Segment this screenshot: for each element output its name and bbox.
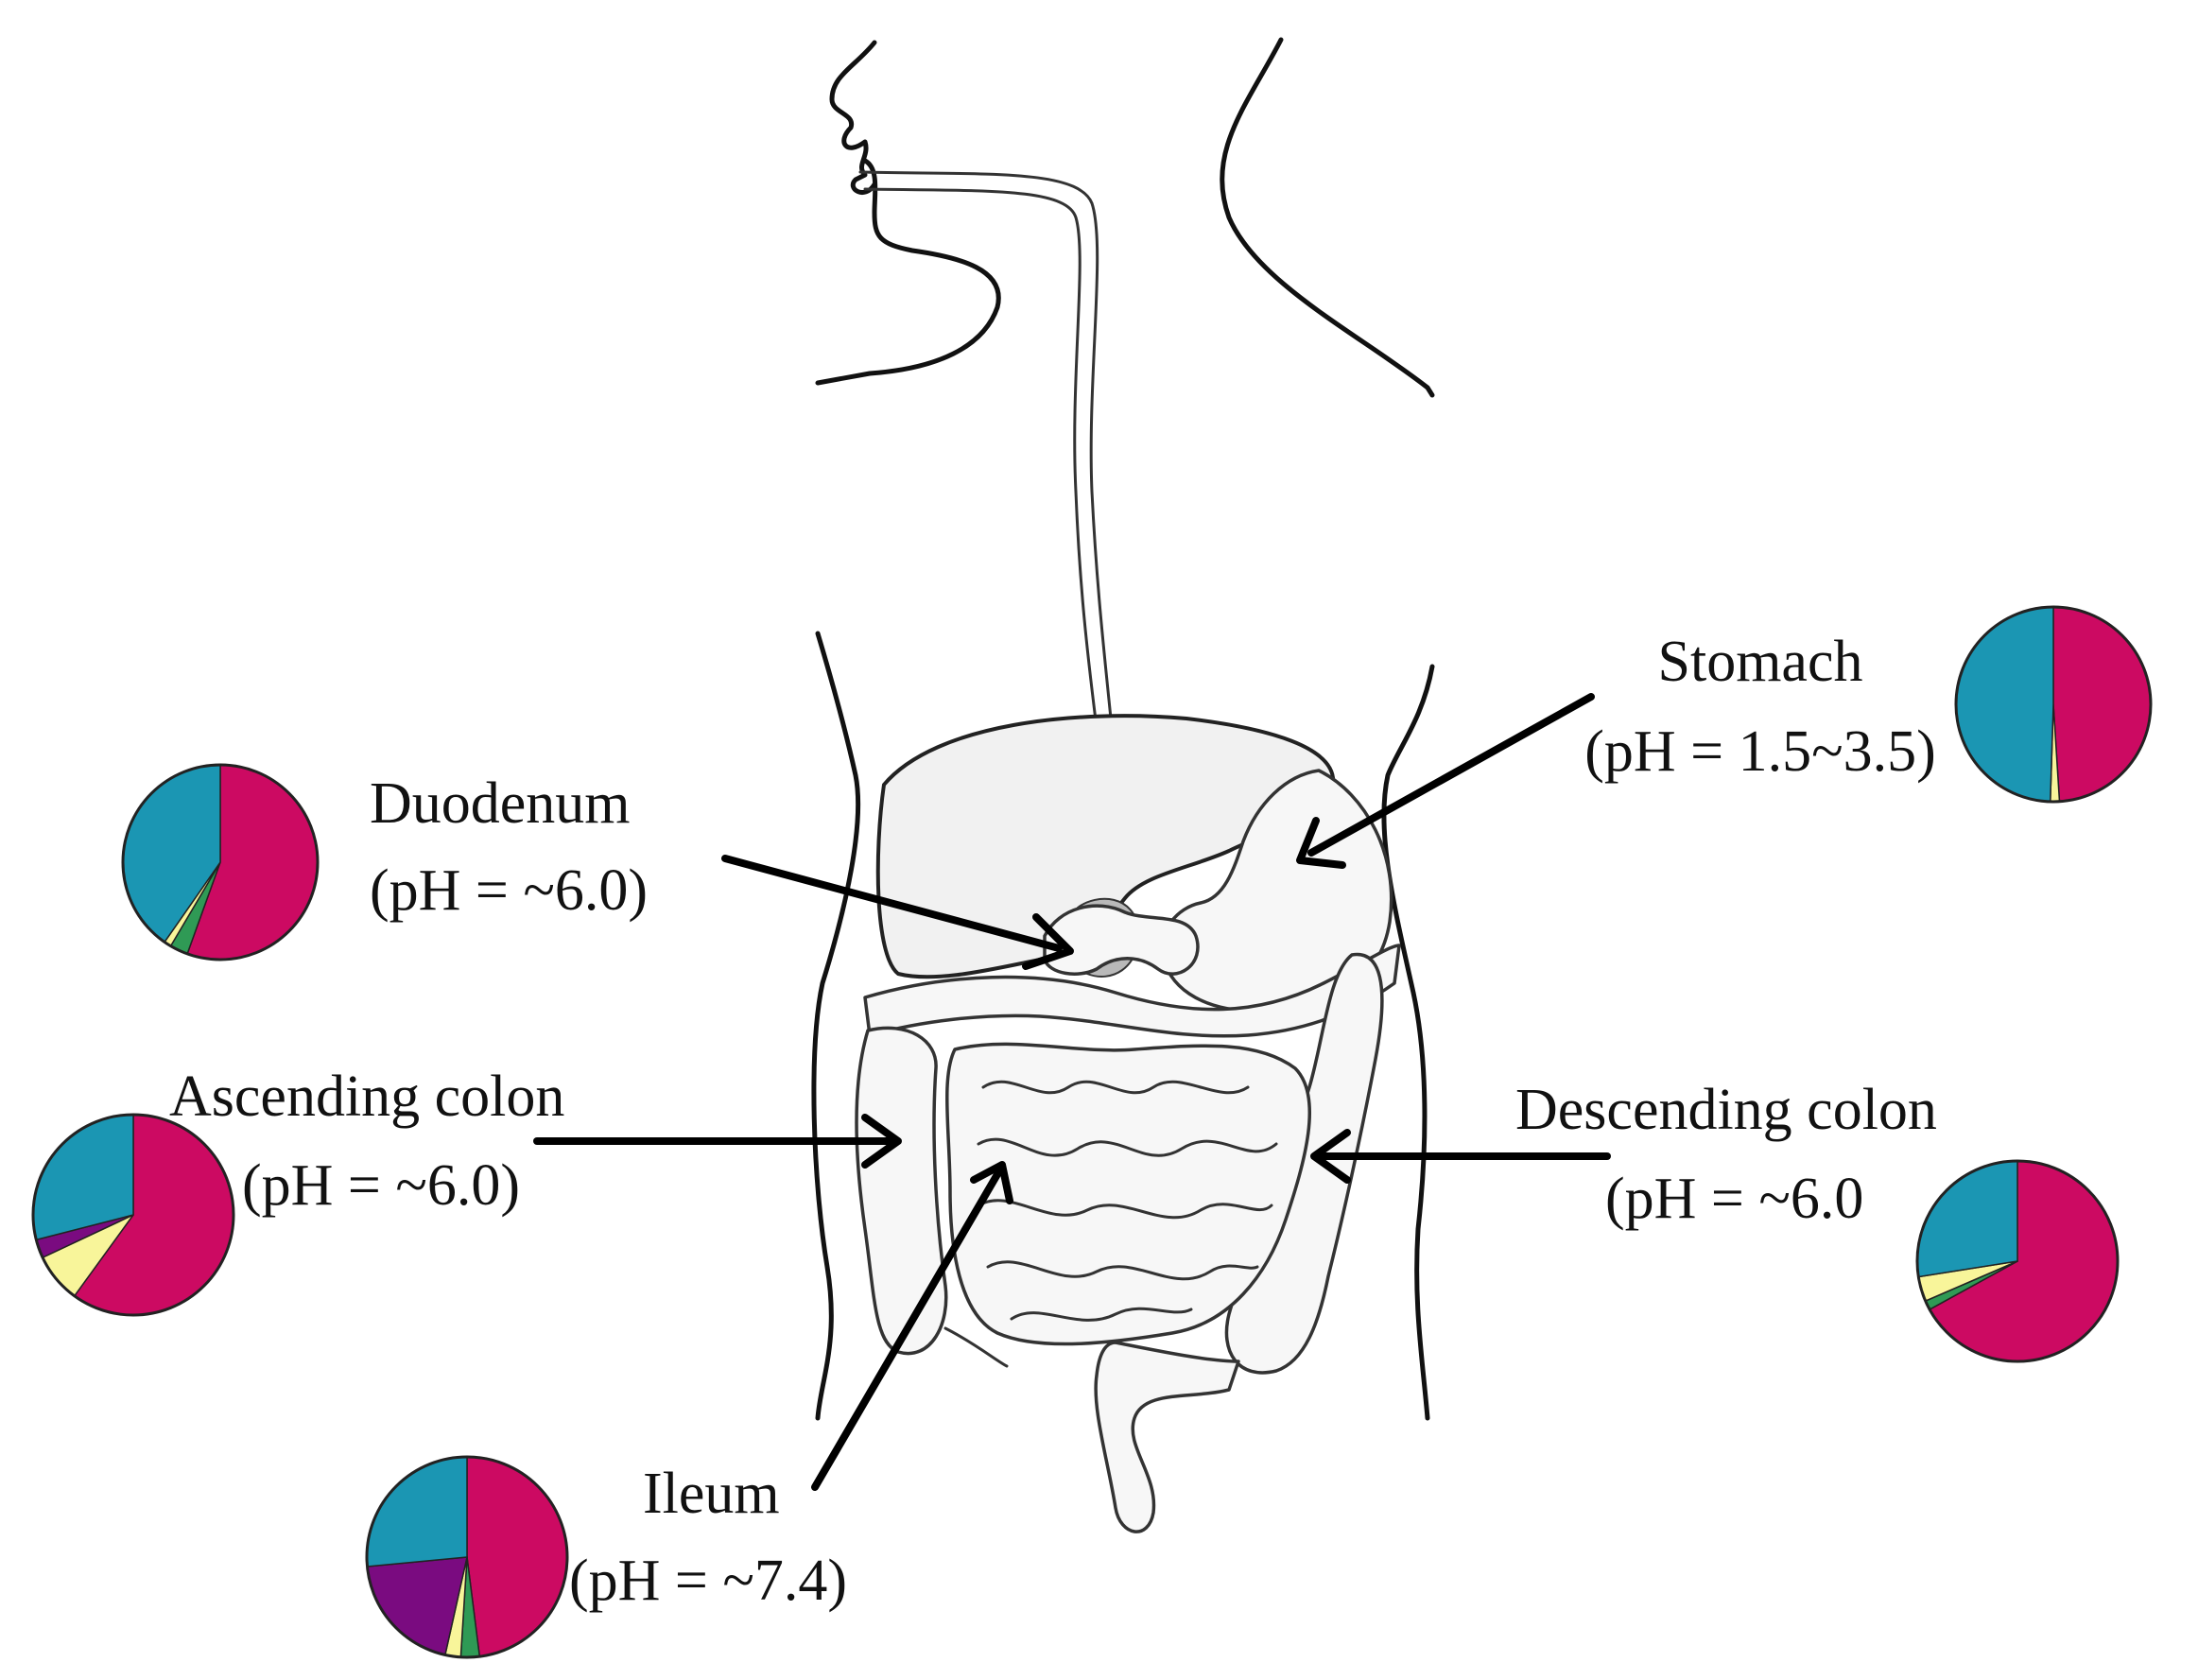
ileum-arrowhead [970, 1161, 1013, 1204]
duodenum-arrow-line [721, 855, 1063, 952]
site-labels: Stomach (pH = 1.5~3.5) Duodenum (pH = ~6… [169, 630, 1937, 1613]
duodenum [1043, 904, 1200, 976]
ileum-pie-rim [365, 1455, 569, 1659]
stomach-name-label: Stomach [1658, 630, 1863, 694]
ascending-colon [855, 1026, 948, 1356]
back-neck-outline [1220, 37, 1435, 398]
stomach-pie-slice-magenta [2052, 606, 2152, 803]
descending-colon-name-label: Descending colon [1515, 1078, 1937, 1142]
left-torso-outline [811, 631, 861, 1421]
ascending-colon-arrowhead [861, 1114, 902, 1169]
ileum-name-label: Ileum [643, 1462, 780, 1526]
duodenum-pie-chart [121, 763, 320, 961]
appendix [943, 1326, 1009, 1368]
sigmoid-colon-rectum [1094, 1341, 1240, 1533]
descending-colon-pie-chart [1915, 1159, 2120, 1363]
ascending-colon-pie-rim [31, 1113, 235, 1317]
descending-colon-pie-slice-teal [1916, 1160, 2018, 1278]
stomach-pie-chart [1954, 605, 2153, 804]
right-torso-outline [1381, 664, 1435, 1421]
face-profile-outline [829, 40, 877, 195]
composition-pie-charts [31, 605, 2153, 1659]
descending-colon [1224, 952, 1384, 1375]
ileum-pie-slice-magenta [466, 1456, 568, 1657]
ascending-colon-ph-label: (pH = ~6.0) [242, 1153, 520, 1218]
ileum-pie-slice-teal [366, 1456, 468, 1567]
chin-neck-outline [815, 158, 1001, 386]
duodenum-ph-label: (pH = ~6.0) [370, 858, 648, 923]
stomach [1160, 769, 1393, 1013]
transverse-colon [863, 944, 1401, 1038]
ascending-colon-pie-chart [31, 1113, 235, 1317]
ileum-pie-chart [365, 1455, 569, 1659]
duodenum-arrowhead [1022, 913, 1074, 970]
stomach-pie-rim [1954, 605, 2153, 804]
descending-colon-arrowhead [1310, 1129, 1351, 1184]
descending-colon-ph-label: (pH = ~6.0 [1605, 1167, 1863, 1231]
esophagus [858, 170, 1119, 744]
ileum-arrow-line [811, 1166, 1004, 1491]
liver [875, 714, 1336, 979]
body-illustration [811, 37, 1435, 1533]
esophagus-inner-wall [863, 187, 1099, 730]
stomach-ph-label: (pH = 1.5~3.5) [1584, 719, 1936, 784]
stomach-pie-slice-teal [1955, 606, 2054, 803]
stomach-arrowhead [1296, 817, 1346, 869]
stomach-arrow-line [1307, 693, 1595, 857]
ileum-ph-label: (pH = ~7.4) [569, 1549, 847, 1613]
duodenum-pie-rim [121, 763, 320, 961]
small-intestine-loops [977, 1080, 1278, 1322]
ascending-colon-name-label: Ascending colon [169, 1065, 564, 1129]
callout-arrows [533, 693, 1611, 1491]
duodenum-name-label: Duodenum [370, 771, 631, 836]
descending-colon-pie-rim [1915, 1159, 2120, 1363]
